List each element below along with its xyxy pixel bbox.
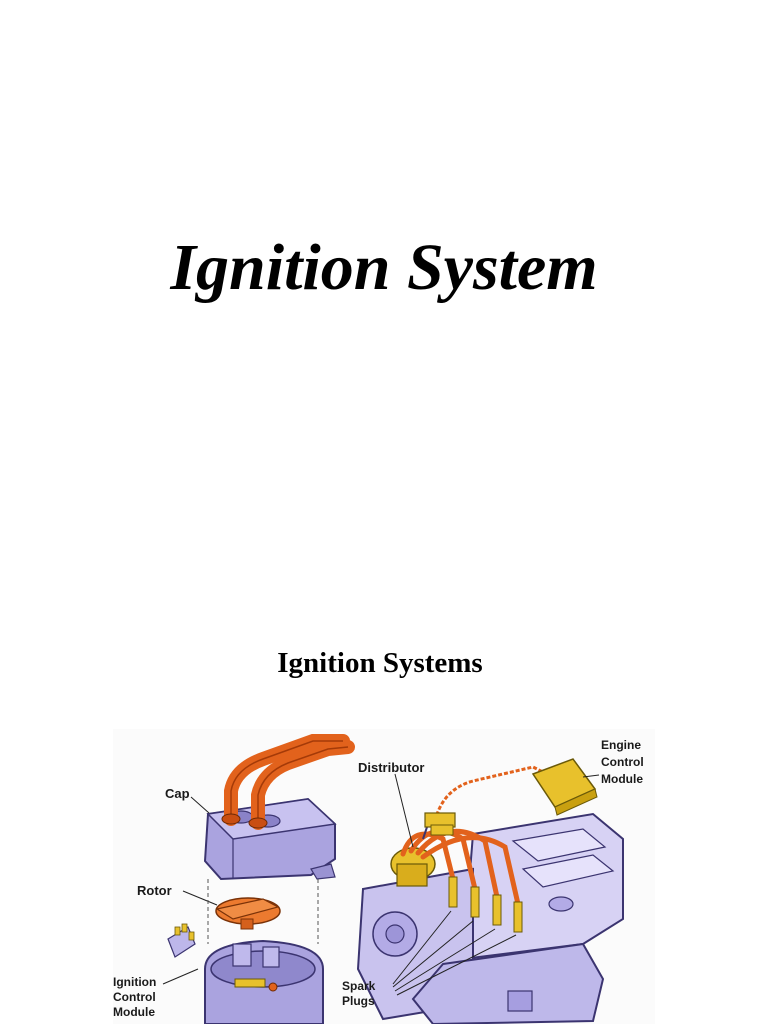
section-title: Ignition Systems	[277, 647, 483, 679]
distributor-cap-icon	[203, 734, 355, 881]
engine-control-module-label: Engine Control Module	[601, 738, 644, 786]
distributor-label: Distributor	[358, 760, 425, 775]
page-title: Ignition System	[170, 231, 598, 304]
spark-plugs-label: Spark Plugs	[342, 979, 376, 1008]
spark-plug-icon	[448, 876, 523, 933]
distributor-housing-icon	[204, 939, 324, 1024]
rotor-label: Rotor	[137, 883, 172, 898]
ignition-module-icon	[167, 923, 196, 958]
engine-block-icon	[356, 812, 624, 1024]
cap-label: Cap	[165, 786, 190, 801]
ignition-control-module-label: Ignition Control Module	[113, 975, 157, 1019]
rotor-icon	[215, 897, 281, 930]
ecm-harness	[422, 765, 554, 840]
ignition-diagram: Cap Rotor Ignition Control Module Distri…	[113, 729, 655, 1024]
ecm-icon	[531, 758, 598, 816]
